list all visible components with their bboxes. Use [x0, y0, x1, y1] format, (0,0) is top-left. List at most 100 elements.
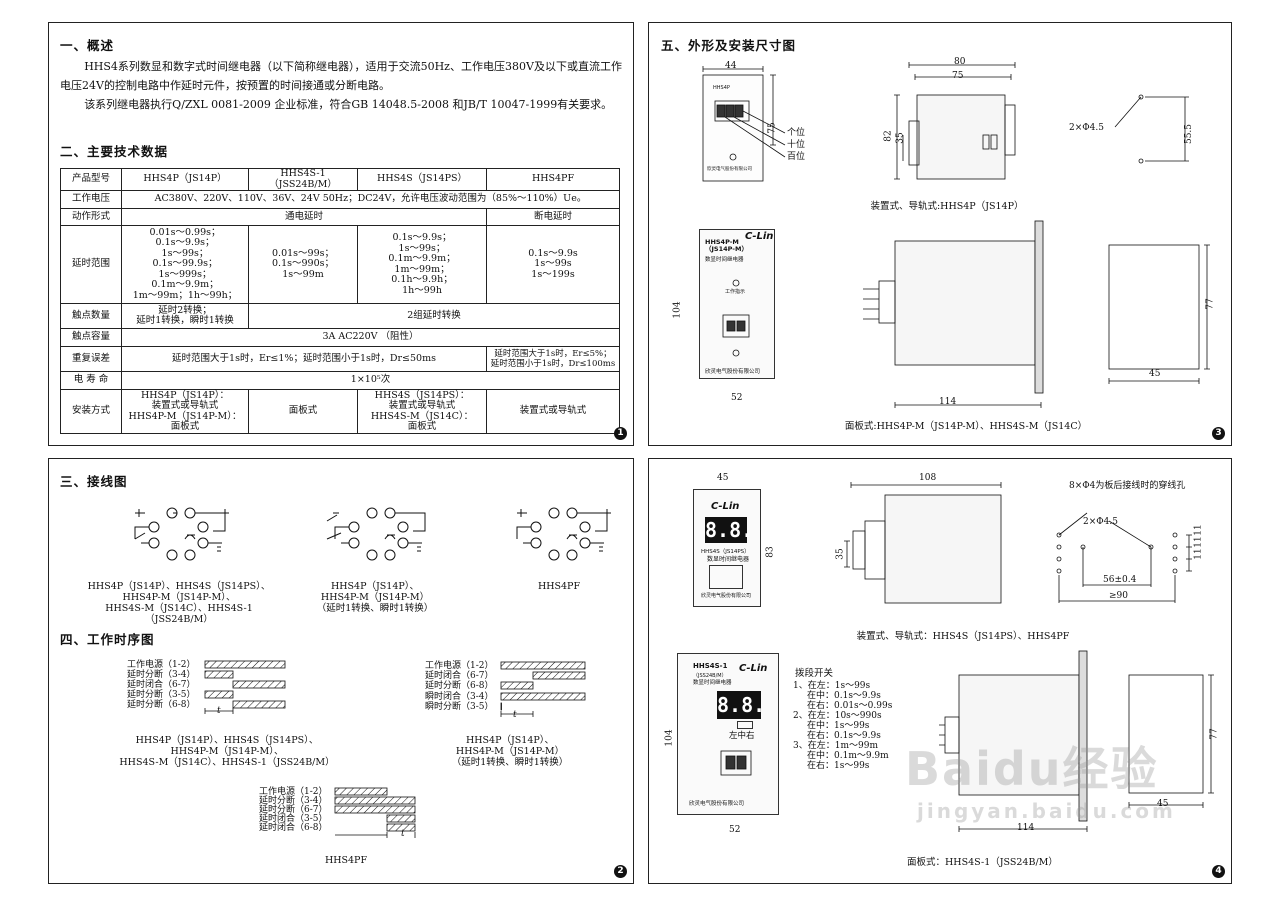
dim-52: 52 — [731, 393, 743, 403]
dim-82: 82 — [883, 130, 894, 142]
caption-top: 装置式、导轨式：HHS4S（JS14PS）、HHS4PF — [856, 631, 1070, 642]
wiring-diagram-3 — [516, 507, 611, 561]
table-row: 触点容量 3A AC220V （阻性） — [60, 328, 620, 347]
front-view-hhs4p — [702, 66, 786, 182]
table-cell: 安装方式 — [60, 389, 122, 434]
table-cell: 延时范围 — [60, 225, 122, 304]
device-b-sub: （JSS24B/M） — [693, 673, 727, 679]
brand-logo: C-Lin — [711, 501, 740, 512]
thumbwheel-dial[interactable] — [719, 749, 759, 779]
panel-cutout-2 — [1128, 674, 1214, 808]
digit-label-tens: 十位 — [787, 140, 806, 150]
timing3-label: 延时分断（3-4） — [259, 796, 328, 806]
table-row: 安装方式 HHS4P（JS14P）： 装置式或导轨式 HHS4P-M（JS14P… — [60, 389, 620, 434]
dim-44: 44 — [725, 61, 737, 71]
panel-wiring-timing: 三、接线图 HHS4P（JS14P）、HHS4S（JS14PS）、 HHS4P-… — [48, 458, 634, 884]
table-cell: 延时范围大于1s时，Er≤5%； 延时范围小于1s时，Dr≤100ms — [486, 346, 620, 372]
side-view-hhs4p — [894, 62, 1016, 180]
timing2-label: 延时闭合（6-7） — [425, 671, 494, 681]
small-device-model: HHS4P — [713, 85, 730, 91]
device-a-model: HHS4S（JS14PS） — [701, 549, 750, 555]
timing3-label: 延时闭合（3-5） — [259, 814, 328, 824]
hole-spec: 2×Φ4.5 — [1083, 517, 1118, 527]
dim-45b: 45 — [1157, 799, 1169, 809]
dim-104: 104 — [672, 301, 683, 319]
device-front-hhs4s — [693, 489, 761, 607]
dip-switch[interactable] — [737, 721, 753, 729]
wiring-caption-2: HHS4P（JS14P）、 HHS4P-M（JS14P-M） （延时1转换、瞬时… — [316, 581, 434, 614]
timing1-t-label: t — [217, 706, 221, 716]
switch-position-label: 左中右 — [729, 731, 755, 741]
dip-line: 3、在左：1m～99m — [793, 741, 878, 751]
table-cell: AC380V、220V、110V、36V、24V 50Hz；DC24V，允许电压… — [121, 190, 620, 209]
spec-table: 产品型号 HHS4P（JS14P） HHS4S-1（JSS24B/M） HHS4… — [60, 168, 620, 434]
brand-logo: C-Lin — [745, 231, 774, 242]
dim-77: 77 — [1205, 298, 1216, 310]
device-b-maker: 欣灵电气股份有限公司 — [689, 801, 745, 807]
dim-55-5: 55.5 — [1184, 123, 1195, 145]
dial-window — [709, 565, 743, 589]
wiring-diagram-1 — [134, 507, 229, 561]
overview-paragraph-1: HHS4系列数显和数字式时间继电器（以下简称继电器），适用于交流50Hz、工作电… — [60, 60, 622, 92]
table-row: 电 寿 命 1×10⁵次 — [60, 371, 620, 390]
seven-segment-display: 8.8. — [705, 517, 754, 543]
table-row: 重复误差 延时范围大于1s时，Er≤1%；延时范围小于1s时，Dr≤50ms 延… — [60, 346, 620, 372]
timing-caption-2: HHS4P（JS14P）、 HHS4P-M（JS14P-M） （延时1转换、瞬时… — [451, 735, 569, 768]
table-cell: 面板式 — [248, 389, 358, 434]
table-cell: 延时范围大于1s时，Er≤1%；延时范围小于1s时，Dr≤50ms — [121, 346, 487, 372]
mounting-hole-pattern-2 — [1056, 512, 1192, 603]
device-front-hhs4p-m — [699, 229, 775, 379]
caption-bottom: 面板式：HHS4S-1（JSS24B/M） — [907, 857, 1058, 868]
dim-75: 75 — [767, 122, 778, 134]
timing-caption-1: HHS4P（JS14P）、HHS4S（JS14PS）、 HHS4P-M（JS14… — [119, 735, 335, 768]
timing1-label: 延时闭合（6-7） — [127, 680, 196, 690]
dip-title: 拨段开关 — [795, 668, 834, 679]
dip-line: 在右：0.01s～0.99s — [807, 701, 893, 711]
caption-top: 装置式、导轨式:HHS4P（JS14P） — [870, 201, 1024, 212]
brand-logo: C-Lin — [739, 663, 768, 674]
page-number-badge: 3 — [1212, 427, 1225, 440]
timing1-label: 延时分断（6-8） — [127, 700, 196, 710]
mounting-hole-pattern — [1114, 94, 1189, 164]
table-cell: 重复误差 — [60, 346, 122, 372]
page-number-badge: 4 — [1212, 865, 1225, 878]
timing1-label: 延时分断（3-4） — [127, 670, 196, 680]
overview-paragraph-2: 该系列继电器执行Q/ZXL 0081-2009 企业标准，符合GB 14048.… — [84, 98, 613, 111]
timing1-label: 延时分断（3-5） — [127, 690, 196, 700]
table-cell: 触点容量 — [60, 328, 122, 347]
panel-dimensions-1: 五、外形及安装尺寸图 44 HHS4P 欣灵电气股份有限公司 75 个位 十位 … — [648, 22, 1232, 446]
dim-90: ≥90 — [1109, 591, 1128, 601]
timing-diagram-3 — [334, 787, 416, 838]
table-cell: 触点数量 — [60, 303, 122, 329]
wiring-diagram-2 — [326, 507, 426, 561]
table-cell: HHS4P（JS14P） — [121, 168, 249, 191]
table-row: 延时范围 0.01s～0.99s； 0.1s～9.9s； 1s～99s； 0.1… — [60, 225, 620, 304]
table-cell: 工作电压 — [60, 190, 122, 209]
panel-overview: 一、概述 HHS4系列数显和数字式时间继电器（以下简称继电器），适用于交流50H… — [48, 22, 634, 446]
dim-75b: 75 — [952, 71, 964, 81]
table-cell: 电 寿 命 — [60, 371, 122, 390]
table-cell: 装置式或导轨式 — [486, 389, 620, 434]
dip-line: 2、在左：10s～990s — [793, 711, 882, 721]
timing3-label: 延时闭合（6-8） — [259, 823, 328, 833]
table-cell: HHS4PF — [486, 168, 620, 191]
device-lamp-label: 工作指示 — [725, 289, 746, 295]
dip-line: 在右：1s～99s — [807, 761, 870, 771]
table-row: 触点数量 延时2转换； 延时1转换，瞬时1转换 2组延时转换 — [60, 303, 620, 329]
timing2-t-label: t — [513, 710, 517, 720]
timing2-label: 工作电源（1-2） — [425, 661, 494, 671]
timing3-t-label: t — [401, 829, 405, 839]
timing3-label: 工作电源（1-2） — [259, 787, 328, 797]
dim-45: 45 — [717, 473, 729, 483]
table-cell: 1×10⁵次 — [121, 371, 620, 390]
watermark-logo: Baidu经验 — [905, 742, 1159, 796]
panel-dimensions-2: 45 C-Lin 8.8. HHS4S（JS14PS） 数显时间继电器 欣灵电气… — [648, 458, 1232, 884]
section-5-title: 五、外形及安装尺寸图 — [661, 38, 797, 53]
dim-45: 45 — [1149, 369, 1161, 379]
dip-line: 在中：0.1m～9.9m — [807, 751, 889, 761]
table-cell: 产品型号 — [60, 168, 122, 191]
dim-35: 35 — [895, 132, 906, 144]
timing3-label: 延时分断（6-7） — [259, 805, 328, 815]
watermark-url: jingyan.baidu.com — [917, 799, 1176, 823]
device-front-hhs4s-1 — [677, 653, 779, 815]
